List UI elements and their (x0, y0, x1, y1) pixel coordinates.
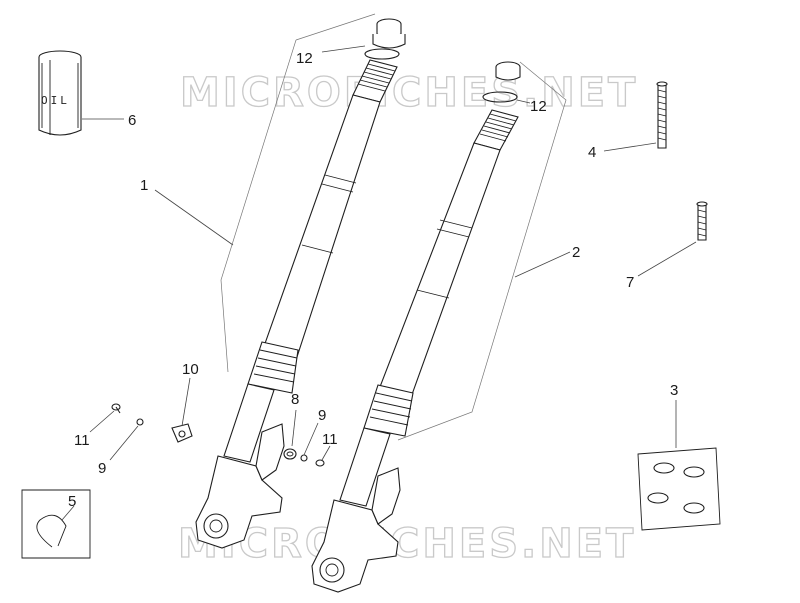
left-fork-leg-part[interactable] (195, 18, 406, 549)
leader-11a (89, 410, 115, 433)
leader-1 (154, 189, 234, 246)
short-spring-part[interactable] (696, 201, 708, 241)
callout-3: 3 (670, 382, 678, 399)
sensor-part[interactable] (171, 423, 193, 443)
leader-10 (181, 377, 191, 427)
fork-2-guide-outline (397, 61, 567, 441)
watermark-top: MICROFICHES.NET (180, 70, 638, 116)
callout-10: 10 (182, 361, 199, 378)
bolt-right-part[interactable] (315, 459, 325, 467)
callout-9-right: 9 (318, 407, 326, 424)
o-ring-right-part[interactable] (482, 91, 518, 103)
watermark-bottom: MICROFICHES.NET (178, 521, 636, 567)
fork-1-guide-outline (220, 13, 376, 373)
right-fork-leg-part[interactable] (311, 61, 521, 593)
leader-9a (109, 425, 139, 461)
leader-4 (603, 142, 657, 152)
callout-1: 1 (140, 177, 148, 194)
washer-right-part[interactable] (300, 454, 308, 462)
callout-11-right: 11 (322, 431, 338, 448)
bolt-left-part[interactable] (111, 403, 121, 414)
callout-4: 4 (588, 144, 596, 161)
circlip-part[interactable] (21, 489, 91, 559)
leader-12a (321, 45, 366, 53)
callout-5: 5 (68, 493, 76, 510)
leader-5 (61, 505, 75, 521)
oil-can-part[interactable]: OIL (38, 50, 82, 136)
leader-11b (321, 445, 331, 461)
callout-7: 7 (626, 274, 634, 291)
leader-2 (514, 251, 571, 278)
leader-9b (303, 422, 319, 456)
leader-12b (516, 99, 531, 104)
callout-9-left: 9 (98, 460, 106, 477)
callout-11-left: 11 (74, 432, 90, 449)
callout-6: 6 (128, 112, 136, 129)
seal-kit-part[interactable] (637, 447, 721, 531)
washer-left-part[interactable] (136, 418, 144, 426)
leader-8 (291, 409, 297, 447)
callout-12-left: 12 (296, 50, 313, 67)
oil-can-label: OIL (41, 94, 70, 107)
long-spring-part[interactable] (656, 81, 668, 149)
o-ring-left-part[interactable] (364, 48, 400, 60)
callout-2: 2 (572, 244, 580, 261)
leader-7 (637, 241, 697, 277)
grommet-part[interactable] (283, 448, 297, 460)
callout-8: 8 (291, 391, 299, 408)
callout-12-right: 12 (530, 98, 547, 115)
